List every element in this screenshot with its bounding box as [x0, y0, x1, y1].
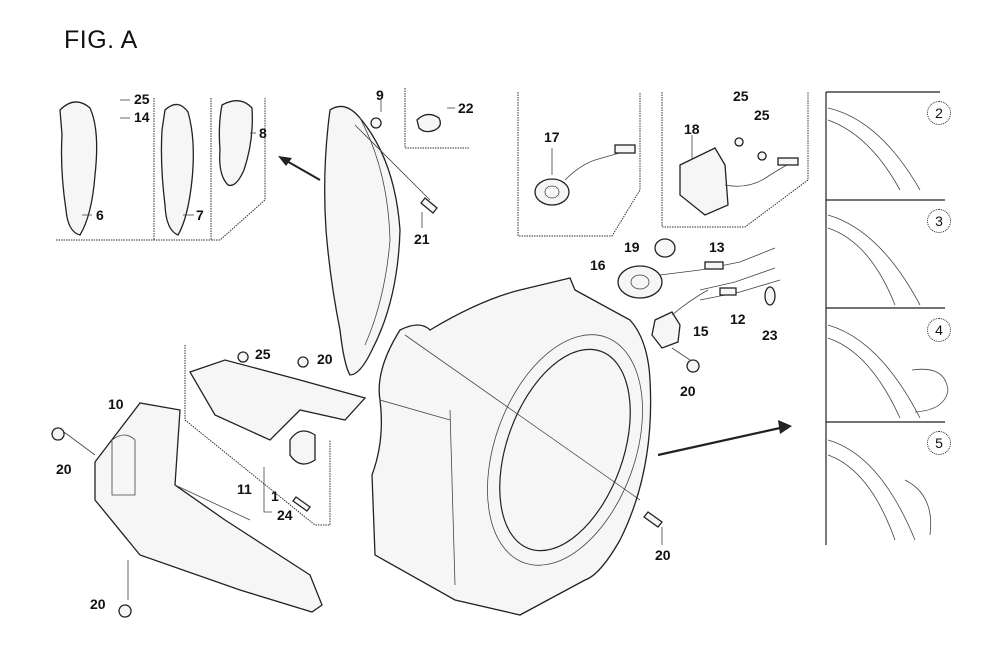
callout-25-d: 25 — [255, 346, 271, 362]
callout-17: 17 — [544, 129, 560, 145]
inset-box-17 — [517, 92, 641, 237]
callout-18: 18 — [684, 121, 700, 137]
callout-6: 6 — [96, 207, 104, 223]
callout-8: 8 — [259, 125, 267, 141]
variant-2-badge: 2 — [927, 101, 951, 125]
callout-16: 16 — [590, 257, 606, 273]
sensor-part-17 — [534, 144, 636, 206]
switch-part-18 — [679, 135, 799, 216]
arrow-to-variants — [657, 420, 792, 457]
callout-25-b: 25 — [733, 88, 749, 104]
callout-19: 19 — [624, 239, 640, 255]
variant-5-badge: 5 — [927, 431, 951, 455]
cover-part-8 — [218, 100, 253, 187]
callout-24: 24 — [277, 507, 293, 523]
callout-9: 9 — [376, 87, 384, 103]
callout-13: 13 — [709, 239, 725, 255]
callout-15: 15 — [693, 323, 709, 339]
variant-4-badge: 4 — [927, 318, 951, 342]
cover-part-6 — [59, 101, 98, 236]
callout-20-e: 20 — [655, 547, 671, 563]
callout-25-c: 25 — [754, 107, 770, 123]
callout-22: 22 — [458, 100, 474, 116]
callout-1: 1 — [271, 488, 279, 504]
figure-title: FIG. A — [64, 26, 138, 54]
callout-7: 7 — [196, 207, 204, 223]
callout-10: 10 — [108, 396, 124, 412]
grommet-1 — [289, 430, 316, 465]
inset-box-covers — [56, 98, 266, 241]
nut-9 — [370, 117, 382, 129]
callout-20-b: 20 — [317, 351, 333, 367]
callout-12: 12 — [730, 311, 746, 327]
side-shroud — [324, 100, 438, 376]
callout-21: 21 — [414, 231, 430, 247]
callout-23: 23 — [762, 327, 778, 343]
clamp-23 — [764, 286, 776, 306]
variant-3-badge: 3 — [927, 209, 951, 233]
shroud-variants-panel — [825, 91, 949, 545]
callout-11: 11 — [237, 481, 252, 497]
callout-20-a: 20 — [680, 383, 696, 399]
inset-box-bracket — [184, 345, 331, 526]
callout-25: 25 — [134, 91, 150, 107]
callout-14: 14 — [134, 109, 150, 125]
arrow-to-covers — [278, 156, 321, 181]
cover-part-7 — [160, 103, 194, 236]
air-duct-part-10 — [51, 402, 323, 618]
screw-24 — [292, 496, 311, 512]
clip-part-22 — [416, 113, 441, 133]
inset-box-18 — [661, 92, 809, 228]
bolt-21 — [420, 197, 438, 214]
mount-bracket — [189, 351, 367, 513]
connector-box-15 — [651, 311, 681, 349]
fan-shroud-housing — [371, 277, 663, 616]
callout-20-d: 20 — [90, 596, 106, 612]
callout-20-c: 20 — [56, 461, 72, 477]
wire-harness — [617, 238, 781, 373]
